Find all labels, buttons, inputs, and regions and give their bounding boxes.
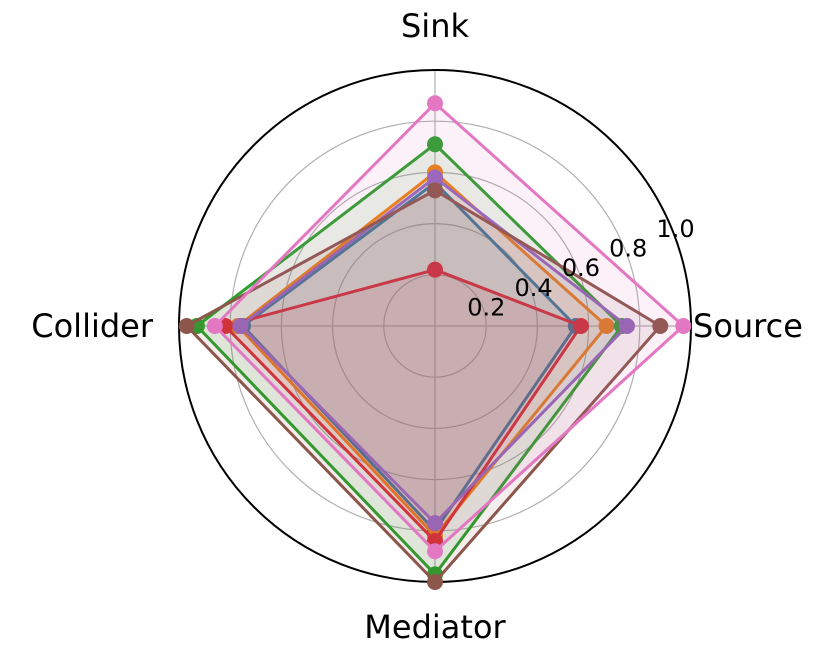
radar-series [178, 95, 692, 590]
series-5-point-collider [178, 318, 195, 334]
axis-label-collider: Collider [31, 307, 154, 345]
series-6-point-mediator [427, 543, 443, 560]
series-4-point-mediator [427, 515, 443, 532]
series-6-polygon [213, 101, 685, 553]
series-5-point-source [652, 318, 669, 334]
radial-tick-label: 0.8 [609, 235, 647, 263]
radial-tick-label: 0.2 [467, 293, 505, 321]
radial-tick-label: 0.4 [515, 274, 553, 302]
axis-label-source: Source [693, 307, 803, 345]
series-6-point-source [675, 318, 692, 334]
axis-label-mediator: Mediator [364, 608, 506, 646]
series-3-point-source [572, 318, 589, 334]
series-3-point-sink [427, 261, 443, 278]
series-4-point-sink [427, 169, 443, 186]
series-5-point-mediator [427, 574, 443, 590]
series-4-point-collider [232, 318, 249, 334]
radial-tick-label: 1.0 [656, 215, 694, 243]
series-5-point-sink [427, 182, 443, 199]
radial-tick-label: 0.6 [562, 254, 600, 282]
series-4-point-source [619, 318, 635, 334]
series-1-point-source [598, 318, 615, 334]
axis-label-sink: Sink [401, 7, 469, 45]
series-2-point-sink [427, 136, 443, 153]
series-6-point-collider [206, 318, 223, 334]
series-6-point-sink [427, 95, 443, 112]
